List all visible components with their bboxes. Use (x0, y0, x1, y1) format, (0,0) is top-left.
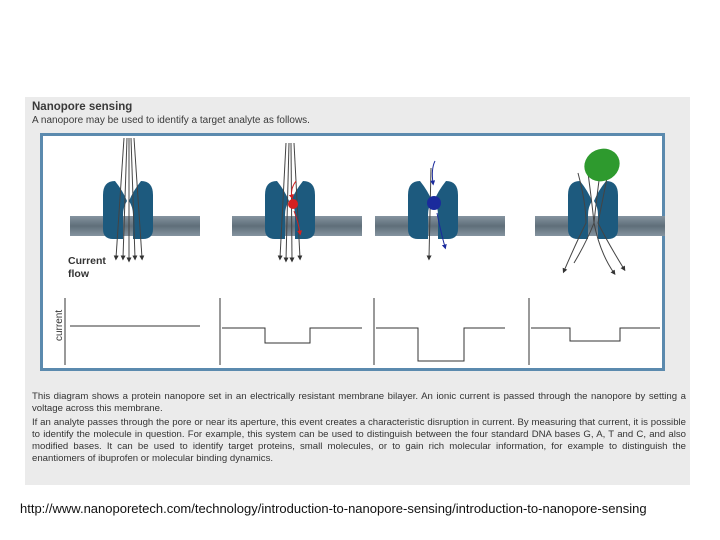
y-axis-label: current (54, 310, 65, 341)
current-flow-label-2: flow (68, 268, 90, 280)
current-flow-label: Current (68, 255, 106, 267)
protein-left (568, 181, 592, 239)
page-title: Nanopore sensing (32, 101, 133, 113)
nanopore-diagram: Current flow (40, 133, 665, 371)
protein-right (129, 181, 153, 239)
pore-panel-red-analyte (232, 142, 362, 263)
page-subtitle: A nanopore may be used to identify a tar… (32, 115, 310, 126)
analyte-green (584, 148, 620, 182)
trace-red (222, 327, 362, 344)
pore-panel-blue-analyte (375, 160, 505, 261)
source-url[interactable]: http://www.nanoporetech.com/technology/i… (20, 501, 647, 516)
current-traces (64, 298, 660, 365)
pore-panel-green-analyte (535, 148, 665, 276)
protein-right (434, 181, 458, 239)
protein-left (408, 181, 432, 239)
trace-blue (376, 327, 505, 362)
protein-left (103, 181, 127, 239)
protein-right (594, 181, 618, 239)
pore-panel-open: Current flow (68, 137, 200, 280)
diagram-frame (40, 133, 665, 371)
analyte-blue (427, 196, 441, 210)
analyte-red (288, 199, 298, 209)
description-paragraph-1: This diagram shows a protein nanopore se… (32, 391, 686, 414)
description-paragraph-2: If an analyte passes through the pore or… (32, 417, 686, 464)
trace-green (531, 327, 660, 342)
